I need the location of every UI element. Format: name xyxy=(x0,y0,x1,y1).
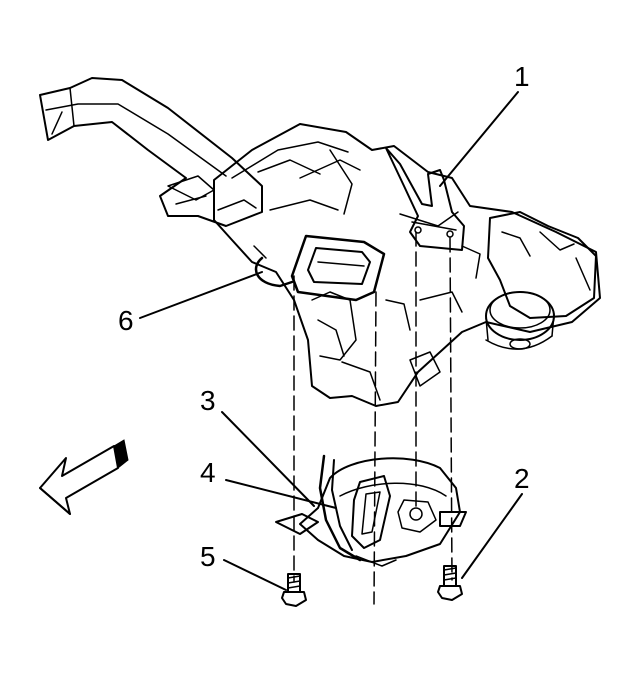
bolt-right xyxy=(437,565,463,601)
leader-line-5 xyxy=(223,559,287,591)
callout-3: 3 xyxy=(200,385,216,416)
harness-connector xyxy=(253,245,267,259)
motor-housing xyxy=(485,211,597,350)
leader-line-6 xyxy=(139,271,263,319)
wiring-harness xyxy=(254,256,294,288)
bolt-left xyxy=(281,573,307,607)
motor-lead-wire xyxy=(318,454,362,562)
mounting-bracket xyxy=(385,147,465,251)
leader-line-3 xyxy=(221,411,315,507)
leader-line-2 xyxy=(461,493,523,579)
alignment-line-bolt-right xyxy=(449,237,453,581)
leader-lines xyxy=(139,91,523,591)
blower-motor-assembly xyxy=(275,454,467,567)
callout-2: 2 xyxy=(514,463,530,494)
callout-6: 6 xyxy=(118,305,134,336)
callout-4: 4 xyxy=(200,457,216,488)
callout-labels: 1 2 3 4 5 6 xyxy=(118,61,530,572)
leader-line-4 xyxy=(225,479,337,509)
upper-assembly xyxy=(39,77,601,407)
callout-1: 1 xyxy=(514,61,530,92)
duct-outlet xyxy=(290,234,386,302)
module-housing xyxy=(213,123,601,407)
callout-5: 5 xyxy=(200,541,216,572)
leader-line-1 xyxy=(439,91,519,187)
alignment-line-center xyxy=(373,291,377,605)
left-duct-arm xyxy=(39,77,263,227)
front-direction-arrow-icon xyxy=(39,439,129,515)
